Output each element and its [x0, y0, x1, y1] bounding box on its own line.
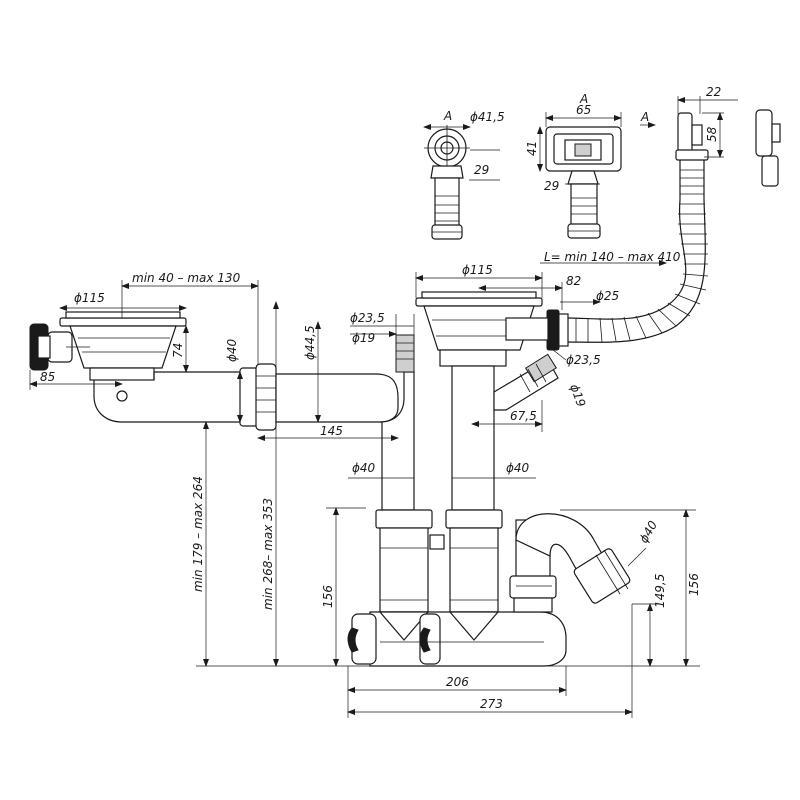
- dimension-lines: [29, 96, 738, 718]
- dim-40-left-drain: ϕ40: [352, 461, 376, 475]
- corrugated-overflow-hose: [546, 149, 709, 351]
- dim-156-left: 156: [321, 585, 335, 608]
- view-a-label-right: A: [640, 110, 649, 124]
- left-vertical-drain: [375, 334, 433, 613]
- dim-hose-length: L= min 140 – max 410: [544, 250, 681, 264]
- bottom-manifold: [347, 534, 567, 667]
- dim-85: 85: [40, 370, 55, 384]
- view-a-label-middle: A: [579, 92, 588, 106]
- left-bowl-strainer: [29, 311, 240, 423]
- dim-29-mid: 29: [544, 179, 559, 193]
- dim-74: 74: [171, 343, 185, 358]
- dimension-labels: ϕ41,5 29 65 41 29 22 58 L= min 140 – max…: [40, 85, 721, 711]
- dim-range-179-264: min 179 – max 264: [191, 476, 205, 592]
- dim-23-5-b: ϕ23,5: [566, 353, 601, 367]
- dim-115-mid: ϕ115: [462, 263, 493, 277]
- center-bowl-strainer: [415, 291, 549, 613]
- dim-25: ϕ25: [596, 289, 619, 303]
- left-horizontal-pipe: [239, 363, 399, 431]
- dim-range-268-353: min 268– max 353: [261, 498, 275, 610]
- view-labels: A A A: [443, 92, 649, 124]
- dim-65: 65: [576, 103, 591, 117]
- view-a-round-outlet: [424, 125, 470, 240]
- dim-40-trap: ϕ40: [636, 518, 660, 545]
- dim-40-horizontal: ϕ40: [225, 338, 239, 362]
- bottle-trap: [509, 513, 631, 613]
- view-a-rectangular-overflow: [545, 126, 622, 239]
- dim-82: 82: [566, 274, 581, 288]
- dim-149-5: 149,5: [653, 574, 667, 608]
- dim-58: 58: [705, 126, 719, 142]
- dim-44-5: ϕ44,5: [303, 325, 317, 360]
- dim-29-left: 29: [474, 163, 489, 177]
- dim-23-5-a: ϕ23,5: [350, 311, 385, 325]
- dim-41-5: ϕ41,5: [470, 110, 505, 124]
- dim-156-right: 156: [687, 573, 701, 596]
- dim-22: 22: [706, 85, 721, 99]
- angled-side-outlet: [493, 353, 559, 411]
- dim-273: 273: [480, 697, 503, 711]
- dim-67-5: 67,5: [510, 409, 537, 423]
- dim-19-b: ϕ19: [567, 382, 588, 409]
- dim-19-a: ϕ19: [352, 331, 375, 345]
- dim-overflow-range: min 40 – max 130: [132, 271, 241, 285]
- view-overflow-side-profile: [677, 109, 781, 187]
- dim-40-right-drain: ϕ40: [506, 461, 530, 475]
- dim-206: 206: [446, 675, 469, 689]
- dim-145: 145: [320, 424, 343, 438]
- dim-115-left: ϕ115: [74, 291, 105, 305]
- dim-41: 41: [525, 141, 539, 156]
- view-a-label-left: A: [443, 109, 452, 123]
